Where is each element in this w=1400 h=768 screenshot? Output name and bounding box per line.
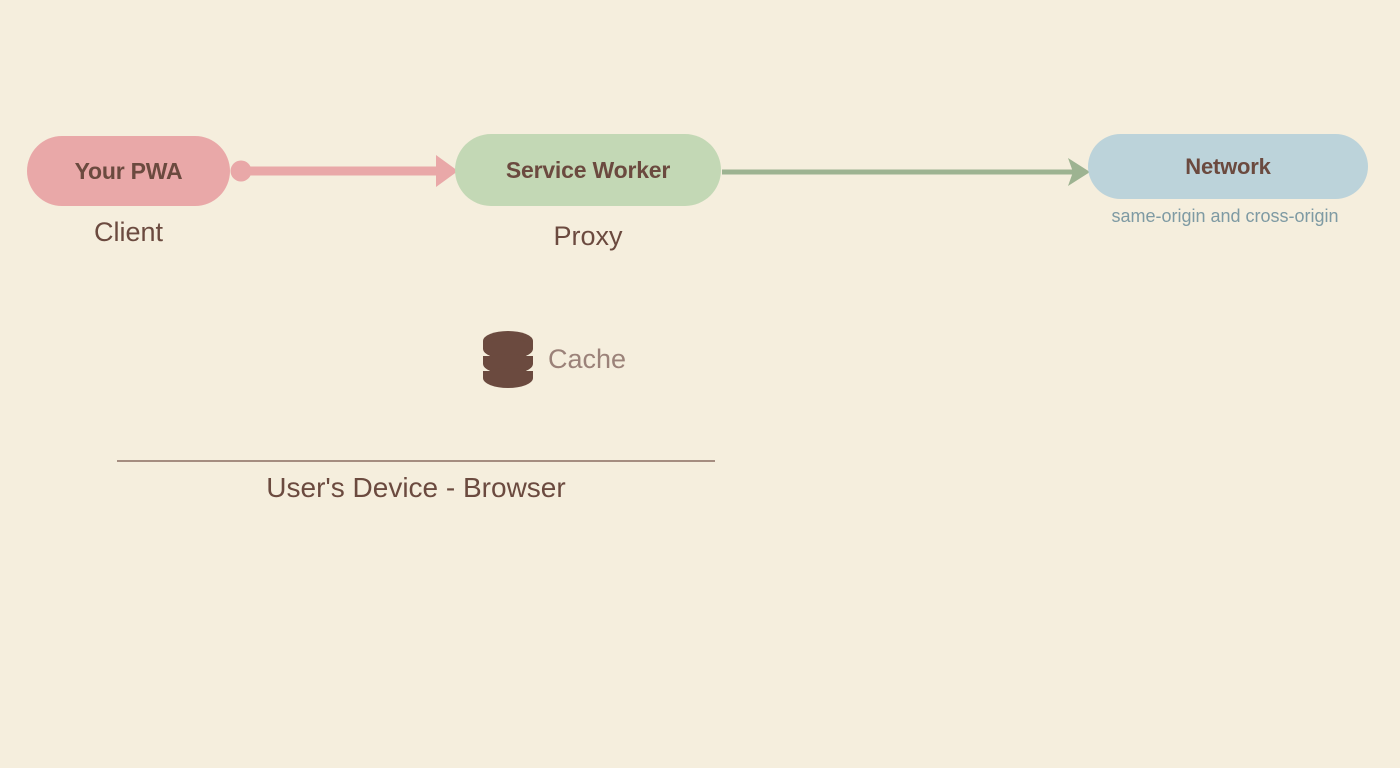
node-your-pwa[interactable]: Your PWA [27, 136, 230, 206]
connector-pwa-to-service-worker [230, 155, 458, 187]
device-boundary-label: User's Device - Browser [266, 472, 566, 503]
device-boundary-divider [117, 460, 715, 462]
connector-service-worker-to-network [722, 158, 1090, 186]
node-your-pwa-label: Your PWA [74, 157, 183, 184]
node-service-worker-label: Service Worker [505, 156, 671, 183]
node-network-label: Network [1185, 153, 1271, 179]
node-service-worker[interactable]: Service Worker [455, 134, 721, 206]
database-cylinder-icon [483, 331, 533, 388]
node-network[interactable]: Network [1088, 134, 1368, 199]
node-your-pwa-caption: Client [93, 217, 164, 247]
connector-arrowhead-icon [1068, 158, 1090, 186]
node-network-caption: same-origin and cross-origin [1111, 206, 1339, 226]
cache-group[interactable]: Cache [482, 330, 626, 388]
cache-label: Cache [548, 343, 627, 374]
connector-start-dot-icon [230, 160, 252, 182]
node-service-worker-caption: Proxy [553, 221, 623, 251]
